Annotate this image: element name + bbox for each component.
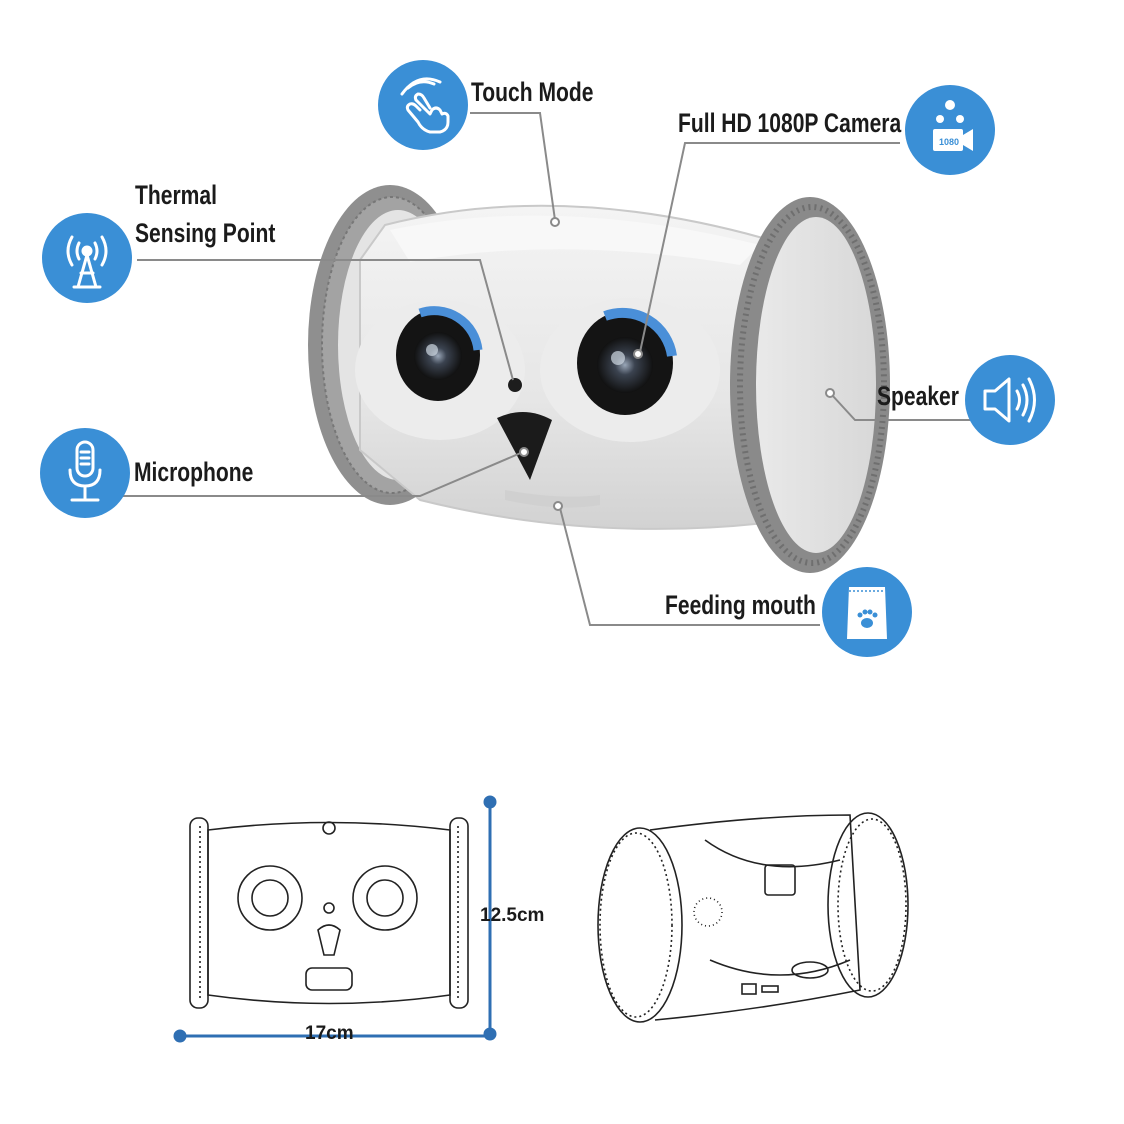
- touch-mode-badge: [378, 60, 468, 150]
- hand-pointer-icon: [400, 77, 450, 134]
- front-view-drawing: [189, 817, 469, 1009]
- robot-body: [355, 204, 791, 530]
- feeding-mouth-label: Feeding mouth: [665, 590, 816, 620]
- pet-food-bag-icon: [847, 587, 887, 639]
- camera-icon-text: 1080: [939, 137, 959, 147]
- video-camera-1080-icon: 1080: [933, 100, 973, 151]
- touch-mode-label: Touch Mode: [471, 77, 594, 107]
- speaker-volume-icon: [983, 377, 1036, 423]
- side-view-drawing: [597, 812, 909, 1023]
- camera-badge: 1080: [905, 85, 995, 175]
- height-dimension-label: 12.5cm: [480, 905, 545, 926]
- microphone-badge: [40, 428, 130, 518]
- thermal-label-line2: Sensing Point: [135, 218, 276, 248]
- thermal-label-line1: Thermal: [135, 180, 217, 210]
- right-wheel: [730, 197, 890, 573]
- leader-lines: [122, 112, 970, 626]
- antenna-signal-icon: [66, 235, 108, 289]
- camera-label: Full HD 1080P Camera: [678, 108, 902, 138]
- thermal-badge: [42, 213, 132, 303]
- width-dimension-label: 17cm: [305, 1023, 354, 1044]
- dimension-lines: [173, 795, 497, 1043]
- speaker-label: Speaker: [877, 381, 959, 411]
- feeding-badge: [822, 567, 912, 657]
- microphone-icon: [68, 440, 102, 502]
- microphone-label: Microphone: [134, 457, 254, 487]
- speaker-badge: [965, 355, 1055, 445]
